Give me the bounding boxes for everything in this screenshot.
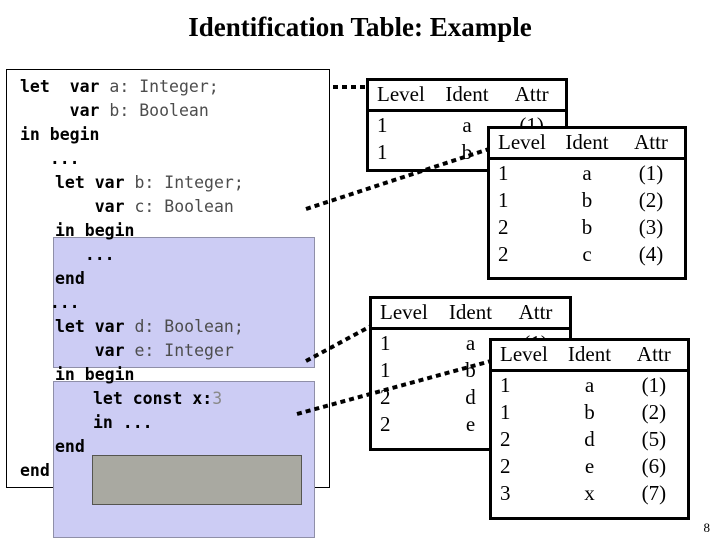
table-cell-level: 2 (380, 412, 391, 436)
code-line: in begin (20, 125, 100, 144)
table-cell-ident: x (584, 481, 595, 505)
code-line: in begin (55, 365, 135, 384)
page-number: 8 (703, 520, 711, 535)
table-cell-level: 1 (500, 400, 511, 424)
table-row: 1 a (1) (490, 159, 684, 188)
code-line: ... (49, 149, 80, 168)
table-cell-attr: (4) (638, 242, 664, 266)
table-cell-level: 2 (500, 427, 511, 451)
code-line: in begin (55, 221, 135, 240)
table-cell-ident: c (582, 242, 592, 266)
table-row: 1 b (2) (492, 399, 687, 426)
code-line: end (55, 437, 85, 456)
code-line: let const x:3 (93, 389, 223, 408)
table-cell-attr: (2) (641, 400, 667, 424)
column-header-attr: Attr (498, 81, 565, 112)
code-line: let var d: Boolean; (55, 317, 244, 336)
nested-block-highlight-1 (53, 237, 315, 368)
code-line: in ... (93, 413, 153, 432)
table-cell-ident: b (581, 188, 593, 212)
table-cell-attr: (5) (641, 427, 667, 451)
code-line: var b: Boolean (69, 101, 209, 120)
column-header-level: Level (492, 341, 559, 372)
table-cell-ident: a (584, 373, 595, 397)
table-row: 2 e (6) (492, 453, 687, 480)
column-header-ident: Ident (438, 299, 502, 330)
innermost-block-highlight (92, 455, 302, 505)
table-cell-ident: e (465, 412, 476, 436)
table-cell-level: 2 (380, 385, 391, 409)
table-cell-level: 1 (380, 331, 391, 355)
page-title: Identification Table: Example (188, 12, 532, 42)
table-row: 2 c (4) (490, 241, 684, 268)
code-panel (6, 69, 330, 538)
table-cell-ident: a (465, 331, 476, 355)
table-cell-level: 1 (377, 113, 388, 137)
table-cell-level: 2 (498, 242, 509, 266)
table-cell-attr: (3) (638, 215, 664, 239)
table-cell-level: 1 (380, 358, 391, 382)
code-line: let var b: Integer; (55, 173, 244, 192)
table-cell-level: 1 (498, 188, 509, 212)
column-header-attr: Attr (502, 299, 569, 330)
code-line: var c: Boolean (94, 197, 234, 216)
code-line: var e: Integer (94, 341, 234, 360)
table-cell-level: 1 (377, 140, 388, 164)
table-row: 2 b (3) (490, 214, 684, 241)
table-cell-ident: a (462, 113, 472, 137)
code-line: end (20, 461, 50, 480)
column-header-attr: Attr (620, 341, 687, 372)
code-line: ... (84, 245, 115, 264)
code-line: let var a: Integer; (20, 77, 219, 96)
column-header-ident: Ident (435, 81, 499, 112)
code-line: end (55, 269, 85, 288)
column-header-level: Level (490, 129, 556, 160)
table-cell-attr: (1) (638, 161, 664, 185)
table-cell-ident: a (582, 161, 592, 185)
table-row: 1 b (2) (490, 187, 684, 214)
table-cell-attr: (2) (638, 188, 664, 212)
table-cell-level: 2 (500, 454, 511, 478)
table-cell-ident: e (584, 454, 595, 478)
table-cell-attr: (6) (641, 454, 667, 478)
table-cell-level: 1 (500, 373, 511, 397)
table-cell-ident: d (584, 427, 595, 451)
table-cell-level: 3 (500, 481, 511, 505)
table-row: 1 a (1) (492, 371, 687, 400)
table-row: 3 x (7) (492, 480, 687, 507)
column-header-level: Level (369, 81, 436, 112)
table-cell-attr: (1) (641, 373, 667, 397)
code-line: ... (49, 293, 80, 312)
column-header-ident: Ident (558, 341, 621, 372)
table-cell-level: 1 (498, 161, 509, 185)
table-cell-attr: (7) (641, 481, 667, 505)
table-cell-ident: b (584, 400, 595, 424)
table-row: 2 d (5) (492, 426, 687, 453)
table-cell-ident: b (581, 215, 593, 239)
table-cell-level: 2 (498, 215, 509, 239)
column-header-ident: Ident (555, 129, 619, 160)
column-header-level: Level (372, 299, 439, 330)
column-header-attr: Attr (618, 129, 684, 160)
